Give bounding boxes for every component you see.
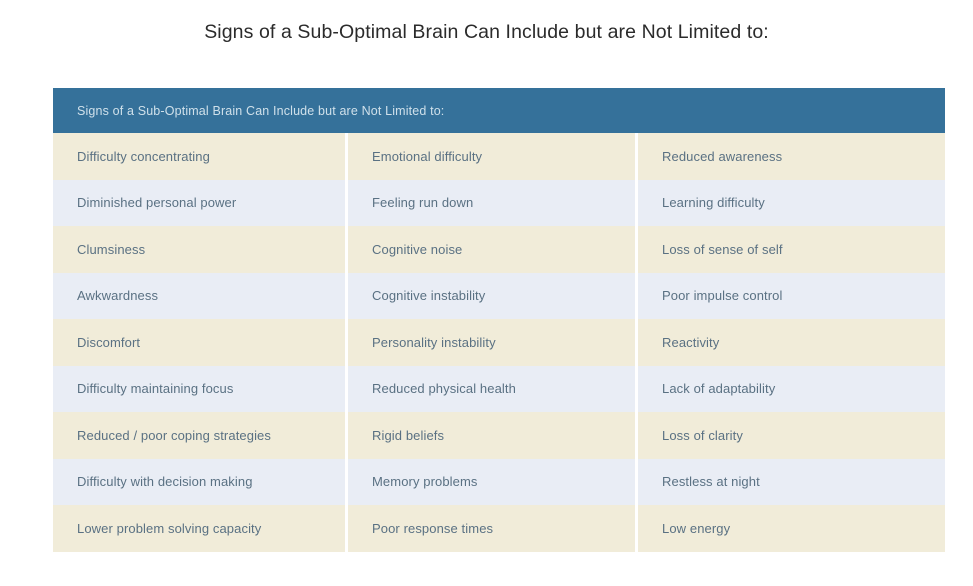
table-header-row: Signs of a Sub-Optimal Brain Can Include… <box>53 88 945 133</box>
table-cell: Difficulty concentrating <box>53 133 345 180</box>
table-cell: Poor impulse control <box>638 272 945 319</box>
table-cell: Low energy <box>638 505 945 552</box>
table-cell: Learning difficulty <box>638 179 945 226</box>
page-title: Signs of a Sub-Optimal Brain Can Include… <box>204 21 769 43</box>
table-cell: Rigid beliefs <box>348 412 635 459</box>
table-cell: Reactivity <box>638 319 945 366</box>
signs-table: Signs of a Sub-Optimal Brain Can Include… <box>53 88 945 552</box>
table-cell: Reduced / poor coping strategies <box>53 412 345 459</box>
table-cell: Loss of sense of self <box>638 226 945 273</box>
table-cell: Emotional difficulty <box>348 133 635 180</box>
table-cell: Awkwardness <box>53 272 345 319</box>
table-cell: Lack of adaptability <box>638 365 945 412</box>
table-cell: Feeling run down <box>348 179 635 226</box>
table-cell: Personality instability <box>348 319 635 366</box>
table-cell: Reduced physical health <box>348 365 635 412</box>
table-cell: Difficulty with decision making <box>53 458 345 505</box>
table-cell: Memory problems <box>348 458 635 505</box>
table-cell: Restless at night <box>638 458 945 505</box>
table-cell: Diminished personal power <box>53 179 345 226</box>
table-cell: Cognitive noise <box>348 226 635 273</box>
table-cell: Reduced awareness <box>638 133 945 180</box>
table-cell: Loss of clarity <box>638 412 945 459</box>
table-cell: Cognitive instability <box>348 272 635 319</box>
table-cell: Difficulty maintaining focus <box>53 365 345 412</box>
table-cell: Poor response times <box>348 505 635 552</box>
table-header-label: Signs of a Sub-Optimal Brain Can Include… <box>77 103 445 118</box>
table-cell: Discomfort <box>53 319 345 366</box>
table-cell: Clumsiness <box>53 226 345 273</box>
table-cell: Lower problem solving capacity <box>53 505 345 552</box>
